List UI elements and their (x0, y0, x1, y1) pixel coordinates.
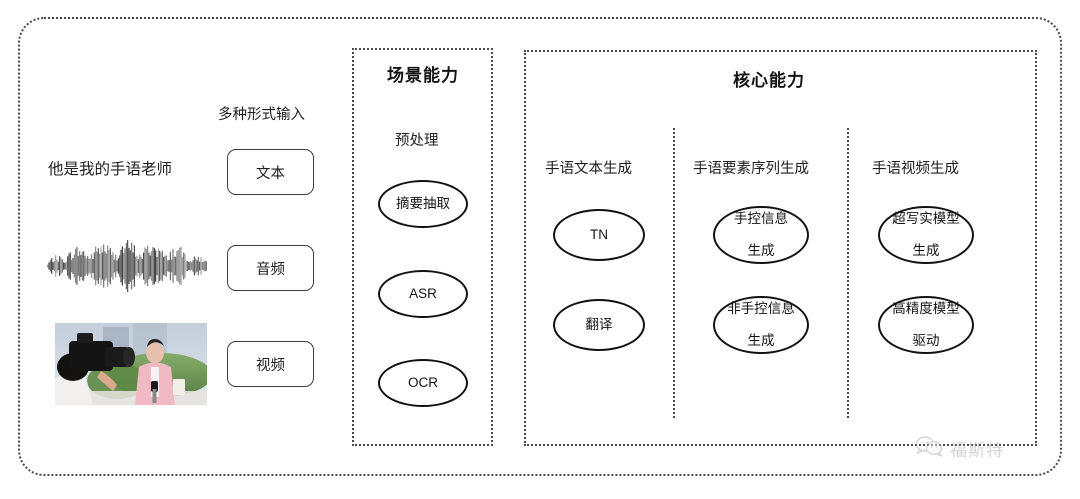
node-label-line1: 超写实模型 (892, 211, 960, 227)
outer-dashed-frame (18, 17, 1062, 476)
node-label-line1: 非手控信息 (727, 301, 795, 317)
node-label: 翻译 (585, 317, 613, 333)
node-summary-extraction[interactable]: 摘要抽取 (378, 180, 468, 228)
core-panel-title: 核心能力 (733, 71, 805, 90)
scene-panel-title: 场景能力 (387, 66, 459, 85)
node-nonmanual-signal-generation[interactable]: 非手控信息 生成 (713, 296, 809, 354)
node-photorealistic-model-generation[interactable]: 超写实模型 生成 (878, 206, 974, 264)
node-label: ASR (409, 286, 437, 302)
node-label-line1: 高精度模型 (892, 301, 960, 317)
node-label-line2: 生成 (747, 332, 775, 348)
core-ability-panel (524, 50, 1037, 446)
core-column-label-text-generation: 手语文本生成 (545, 161, 632, 177)
modality-button-audio[interactable]: 音频 (227, 245, 314, 291)
core-column-label-element-sequence: 手语要素序列生成 (693, 161, 809, 177)
node-label: TN (590, 227, 608, 243)
node-asr[interactable]: ASR (378, 270, 468, 318)
node-label-line2: 驱动 (912, 332, 940, 348)
video-thumbnail-image (55, 323, 207, 405)
node-label-line2: 生成 (912, 242, 940, 258)
node-label-line2: 生成 (747, 242, 775, 258)
core-column-divider-1 (673, 128, 675, 418)
watermark-text: 福斯特 (950, 440, 1004, 461)
core-column-divider-2 (847, 128, 849, 418)
node-highprecision-model-driving[interactable]: 高精度模型 驱动 (878, 296, 974, 354)
node-manual-signal-generation[interactable]: 手控信息 生成 (713, 206, 809, 264)
sample-sentence-text: 他是我的手语老师 (48, 161, 173, 178)
watermark: 福斯特 (915, 432, 1055, 464)
scene-ability-panel (352, 48, 493, 446)
audio-waveform-icon (47, 238, 207, 294)
modality-button-video[interactable]: 视频 (227, 341, 314, 387)
scene-group-label: 预处理 (395, 133, 439, 149)
node-tn[interactable]: TN (553, 209, 645, 261)
core-column-label-video-generation: 手语视频生成 (872, 161, 959, 177)
node-ocr[interactable]: OCR (378, 359, 468, 407)
node-translation[interactable]: 翻译 (553, 299, 645, 351)
node-label-line1: 手控信息 (734, 211, 788, 227)
wechat-icon (915, 435, 945, 462)
modality-button-text[interactable]: 文本 (227, 149, 314, 195)
node-label: OCR (408, 375, 438, 391)
node-label: 摘要抽取 (396, 196, 450, 212)
input-section-heading: 多种形式输入 (218, 107, 305, 123)
